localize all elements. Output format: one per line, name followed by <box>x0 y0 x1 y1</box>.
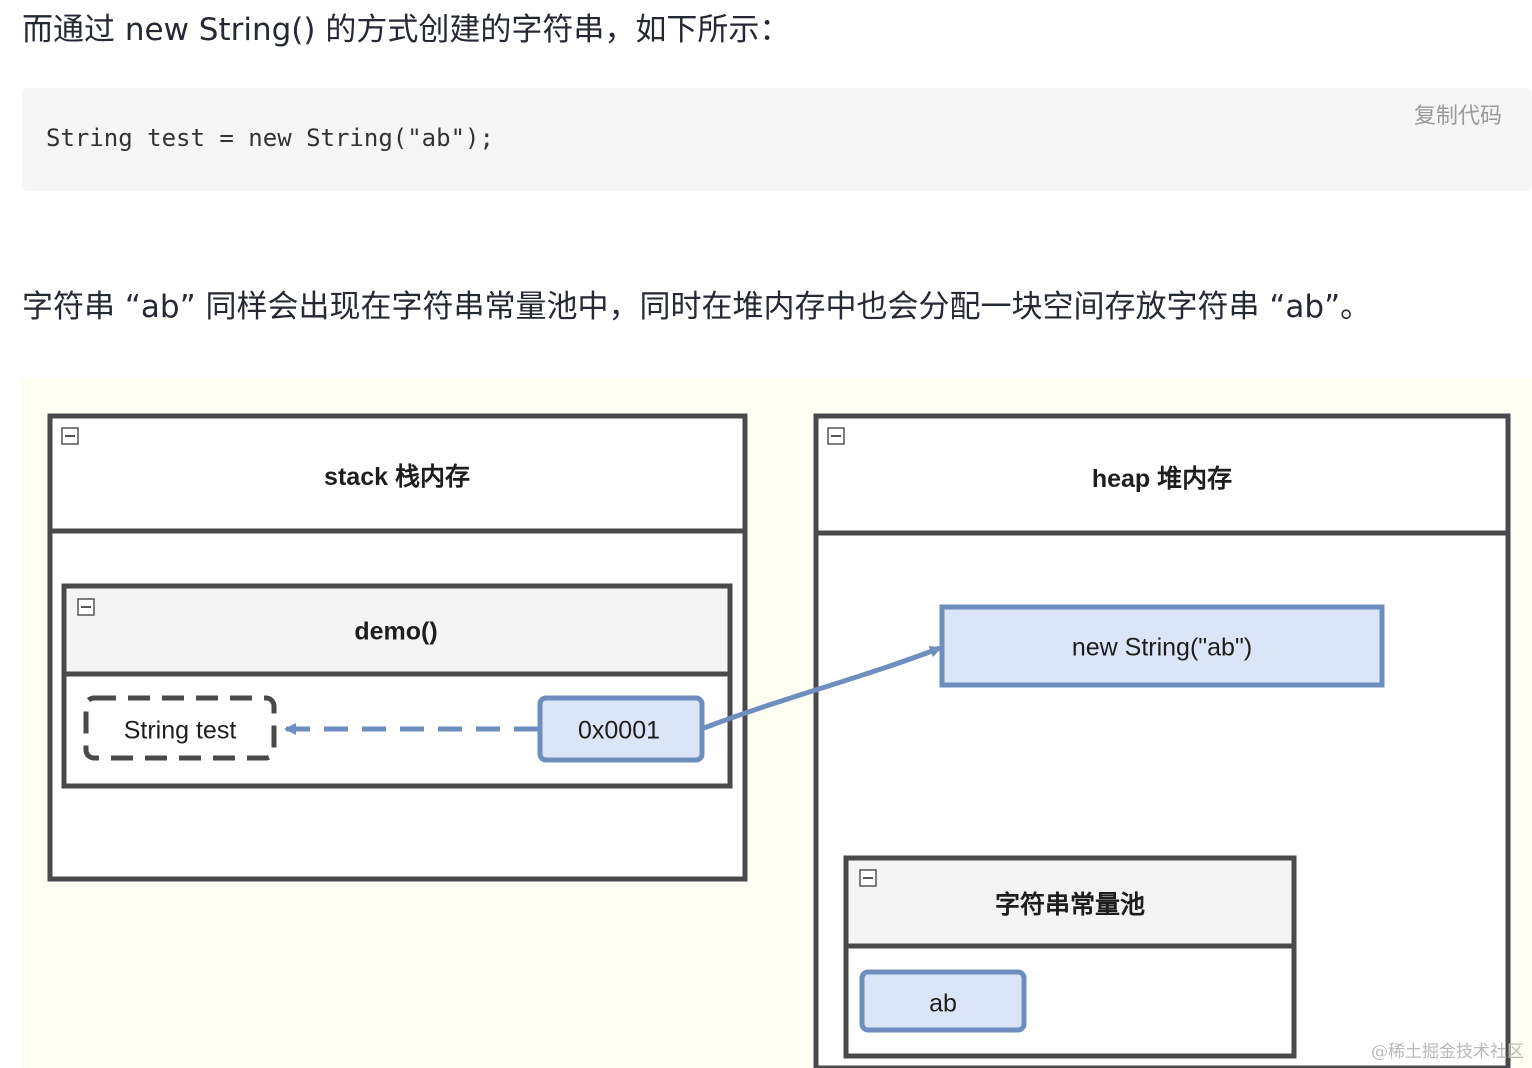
pool-title: 字符串常量池 <box>994 891 1146 919</box>
heap-pointer-arrow <box>703 645 942 731</box>
diagram-canvas <box>47 413 1511 1068</box>
intro-paragraph: 而通过 new String() 的方式创建的字符串，如下所示： <box>22 12 791 48</box>
heap-title: heap 堆内存 <box>1091 465 1233 493</box>
pool-entry-box <box>859 969 1027 1033</box>
explanation-paragraph: 字符串 “ab” 同样会出现在字符串常量池中，同时在堆内存中也会分配一块空间存放… <box>22 289 1372 325</box>
pool-entry-label: ab <box>929 989 957 1018</box>
reference-box <box>537 695 705 763</box>
stack-title: stack 栈内存 <box>324 463 470 491</box>
code-line: String test = new String("ab"); <box>46 124 494 152</box>
variable-box <box>83 695 277 761</box>
reference-label: 0x0001 <box>577 716 661 745</box>
watermark: @稀土掘金技术社区 <box>1371 1042 1524 1062</box>
method-collapse-icon[interactable] <box>77 598 95 616</box>
heap-object-box <box>939 604 1385 688</box>
heap-collapse-icon[interactable] <box>827 427 845 445</box>
memory-diagram: stack 栈内存 demo() String test 0x0001 heap… <box>22 378 1532 1068</box>
stack-collapse-icon[interactable] <box>61 427 79 445</box>
variable-label: String test <box>123 716 237 745</box>
code-block: String test = new String("ab"); 复制代码 <box>22 88 1532 191</box>
method-title: demo() <box>354 617 438 646</box>
pool-collapse-icon[interactable] <box>859 869 877 887</box>
heap-object-label: new String("ab") <box>1071 633 1253 662</box>
copy-code-button[interactable]: 复制代码 <box>1413 104 1502 129</box>
